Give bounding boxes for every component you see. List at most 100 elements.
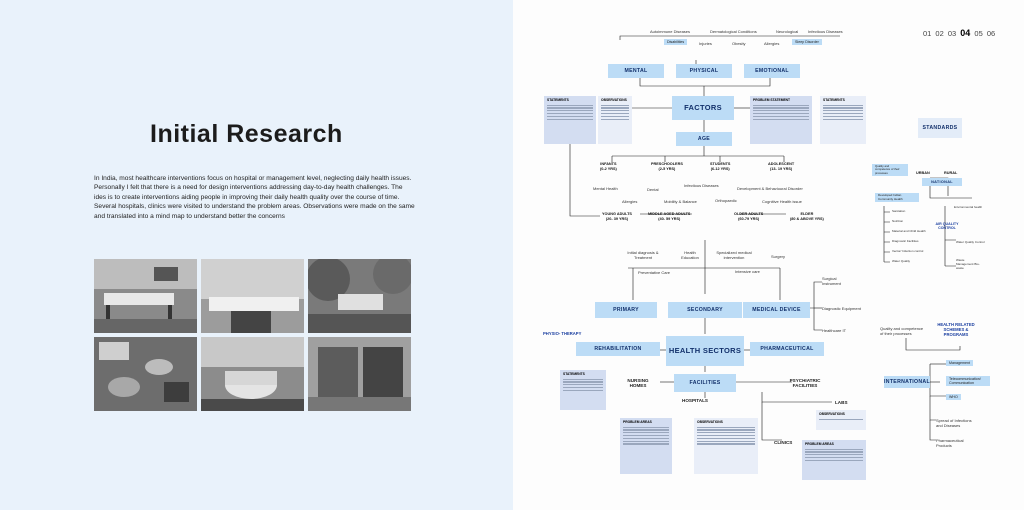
topic-mental-health: Mental Health: [593, 186, 618, 191]
node-national[interactable]: NATIONAL: [922, 178, 962, 186]
service-preventative: Preventative Care: [638, 270, 671, 275]
intl-item-spread: Spread of Infections and Diseases: [936, 418, 972, 428]
national-item-maternal: Material and Child Health: [892, 229, 926, 233]
note-observations-2: OBSERVATIONS: [694, 418, 758, 474]
age-young-adults: YOUNG ADULTS(20- 39 YRS): [602, 212, 632, 221]
node-rehabilitation[interactable]: REHABILITATION: [576, 342, 660, 356]
node-age[interactable]: AGE: [676, 132, 732, 146]
note-problem-statement: PROBLEM STATEMENT: [750, 96, 812, 144]
service-initial-diagnosis: Initial diagnosis & Treatment: [627, 250, 659, 260]
note-problem-areas-1-title: PROBLEM AREAS: [623, 420, 652, 424]
note-statements-2-title: STATEMENTS: [823, 98, 845, 102]
service-specialized: Specialized medical intervention: [716, 250, 752, 260]
photo-clinic-room: [201, 259, 304, 333]
age-elder-range: (80 & ABOVE YRS): [790, 216, 824, 221]
node-emotional[interactable]: EMOTIONAL: [744, 64, 800, 78]
intl-item-telecom: Telecommunication/ Communication: [946, 376, 990, 386]
intl-item-pharma: Pharmaceutical Products: [936, 438, 964, 448]
node-health-sectors[interactable]: HEALTH SECTORS: [666, 336, 744, 366]
note-statements-2: STATEMENTS: [820, 96, 866, 144]
service-health-education: Health Education: [681, 250, 699, 260]
photo-outdoor-ward: [308, 259, 411, 333]
node-factors[interactable]: FACTORS: [672, 96, 734, 120]
topic-cognitive: Cognitive Health issue: [762, 199, 802, 204]
intl-item-who: WHO: [946, 394, 961, 400]
condition-autoimmune: Autoimmune Diseases: [650, 29, 691, 34]
label-air-quality: AIR QUALITY CONTROL: [935, 222, 959, 230]
topic-dental: Dental: [647, 187, 659, 192]
condition-injuries: Injuries: [699, 41, 712, 46]
national-item-nutrition: Nutrition: [892, 219, 904, 223]
note-problem-areas-2-title: PROBLEM AREAS: [805, 442, 834, 446]
facility-nursing-homes: NURSING HOMES: [627, 378, 649, 388]
service-surgery: Surgery: [771, 254, 786, 259]
node-secondary[interactable]: SECONDARY: [668, 302, 742, 318]
pagination-next[interactable]: 05 06: [974, 29, 996, 38]
age-middle-aged-range: (40- 59 YRS): [658, 216, 681, 221]
age-infants-range: (0-2 YRS): [600, 166, 617, 171]
pagination-previous[interactable]: 01 02 03: [923, 29, 957, 38]
condition-allergies: Allergies: [764, 41, 780, 46]
age-students-name: STUDENTS: [710, 162, 731, 166]
text-quality-competence: Quality and competence of their processe…: [880, 326, 924, 336]
node-international[interactable]: INTERNATIONAL: [884, 376, 930, 388]
age-adolescent-range: (13- 19 YRS): [770, 166, 793, 171]
node-facilities[interactable]: FACILITIES: [674, 374, 736, 392]
topic-development: Development & Behavioural Disorder: [737, 186, 803, 191]
age-middle-aged-name: MIDDLE AGED ADULTS: [648, 212, 691, 216]
node-standards[interactable]: STANDARDS: [918, 118, 962, 138]
pagination-current[interactable]: 04: [960, 28, 971, 38]
age-preschoolers-range: (2-5 YRS): [658, 166, 676, 171]
age-elder-name: ELDER: [800, 212, 814, 216]
facility-hospitals: HOSPITALS: [682, 398, 708, 403]
node-pharmaceutical[interactable]: PHARMACEUTICAL: [750, 342, 824, 356]
note-problem-statement-title: PROBLEM STATEMENT: [753, 98, 791, 102]
age-young-adults-range: (20- 39 YRS): [605, 216, 629, 221]
national-item-community: Developed Indian Community Health: [875, 193, 919, 203]
text-national-intro: Quality and competence of their processe…: [872, 164, 908, 177]
age-infants-name: INFANTS: [600, 162, 617, 166]
note-statements-1: STATEMENTS: [544, 96, 596, 144]
label-rural: RURAL: [944, 171, 958, 175]
topic-mobility: Mobility & Balance: [664, 199, 697, 204]
node-primary[interactable]: PRIMARY: [595, 302, 657, 318]
topic-infectious: Infectious Diseases: [684, 183, 719, 188]
note-observations-3-title: OBSERVATIONS: [819, 412, 845, 416]
aq-item-water: Water Quality Control: [956, 240, 985, 244]
topic-allergies: Allergies: [622, 199, 638, 204]
note-observations-1-title: OBSERVATIONS: [601, 98, 627, 102]
age-young-adults-name: YOUNG ADULTS: [602, 212, 632, 216]
device-surgical: Surgical Instrument: [822, 276, 841, 286]
national-item-diagnostic: Diagnostic Facilities: [892, 239, 919, 243]
condition-obesity: Obesity: [732, 41, 746, 46]
note-observations-2-title: OBSERVATIONS: [697, 420, 723, 424]
age-elder: ELDER(80 & ABOVE YRS): [790, 212, 824, 221]
label-urban: URBAN: [916, 171, 930, 175]
age-adolescent: ADOLESCENT(13- 19 YRS): [768, 162, 794, 171]
label-physio: PHYSIO- THERAPY: [543, 331, 582, 336]
age-middle-aged: MIDDLE AGED ADULTS(40- 59 YRS): [648, 212, 690, 221]
topic-orthopaedic: Orthopaedic: [715, 198, 737, 203]
condition-disabilities: Disabilities: [664, 39, 688, 45]
photo-kitchen-utensils: [94, 337, 197, 411]
note-statements-3: STATEMENTS: [560, 370, 606, 410]
age-adolescent-name: ADOLESCENT: [768, 162, 795, 166]
age-preschoolers-name: PRESCHOOLERS: [651, 162, 683, 166]
condition-sleep-disorder: Sleep Disorder: [792, 39, 822, 45]
label-health-schemes: HEALTH RELATED SCHEMES & PROGRAMS: [937, 322, 975, 337]
pagination: 01 02 03 04 05 06: [923, 28, 995, 38]
service-intensive: Intensive care: [735, 269, 760, 274]
node-physical[interactable]: PHYSICAL: [676, 64, 732, 78]
age-older-adults: OLDER ADULTS(60-79 YRS): [734, 212, 763, 221]
condition-dermatological: Dermatological Conditions: [710, 29, 757, 34]
left-panel: [0, 0, 513, 510]
node-mental[interactable]: MENTAL: [608, 64, 664, 78]
node-medical-device[interactable]: MEDICAL DEVICE: [743, 302, 810, 318]
page-title: Initial Research: [150, 120, 343, 148]
age-older-adults-name: OLDER ADULTS: [734, 212, 764, 216]
age-preschoolers: PRESCHOOLERS(2-5 YRS): [651, 162, 683, 171]
facility-labs: LABS: [835, 400, 848, 405]
intro-paragraph: In India, most healthcare interventions …: [94, 175, 415, 220]
note-problem-areas-2: PROBLEM AREAS: [802, 440, 866, 480]
note-observations-3: OBSERVATIONS: [816, 410, 866, 430]
